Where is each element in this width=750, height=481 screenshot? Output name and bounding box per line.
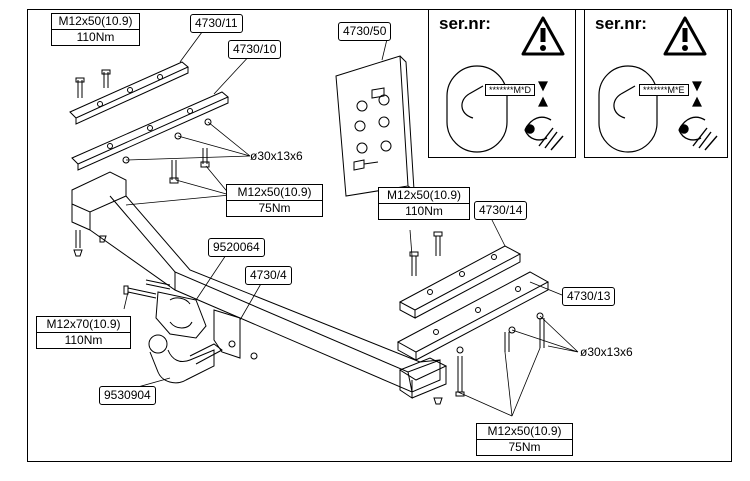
serial-panel-1-art <box>446 16 565 153</box>
bracket-4730-13 <box>396 271 550 361</box>
bracket-4730-14 <box>398 245 522 319</box>
bolt-spec-bottom-right: M12x50(10.9) 75Nm <box>476 423 573 456</box>
label-4730-11: 4730/11 <box>190 14 243 33</box>
bolt-spec-ball: M12x70(10.9) 110Nm <box>36 316 131 349</box>
serial-code: *******M*E <box>639 84 689 96</box>
serial-panel-2-art <box>598 16 718 153</box>
bracket-4730-11 <box>69 61 189 125</box>
washer-label-left: ø30x13x6 <box>250 149 303 163</box>
serial-panel-1: ser.nr: *******M*D <box>428 9 576 158</box>
label-9530904: 9530904 <box>99 386 156 405</box>
label-4730-14: 4730/14 <box>474 201 528 220</box>
warning-icon <box>521 16 565 56</box>
plate-4730-50 <box>335 55 415 197</box>
bolt-spec-mid-left: M12x50(10.9) 75Nm <box>226 184 323 217</box>
label-9520064: 9520064 <box>208 238 265 257</box>
bolt-torque: 75Nm <box>227 200 322 216</box>
label-4730-13: 4730/13 <box>562 287 616 306</box>
label-4730-50: 4730/50 <box>338 22 392 41</box>
bolt-size: M12x50(10.9) <box>237 185 312 199</box>
bolt-size: M12x50(10.9) <box>386 188 462 202</box>
warning-icon <box>663 16 707 56</box>
bolt-torque: 75Nm <box>477 439 572 455</box>
bolt-torque: 110Nm <box>37 332 130 348</box>
bolt-size: M12x50(10.9) <box>58 14 133 28</box>
bolt-spec-top-left: M12x50(10.9) 110Nm <box>51 13 140 46</box>
serial-title: ser.nr: <box>439 14 491 33</box>
eye-icon <box>678 116 718 151</box>
eye-icon <box>524 116 564 151</box>
diagram-frame <box>27 9 732 462</box>
serial-panel-2: ser.nr: *******M*E <box>584 9 728 158</box>
serial-title: ser.nr: <box>595 14 647 33</box>
ball-coupling-9530904 <box>148 334 223 384</box>
bracket-4730-10 <box>71 91 229 171</box>
bolt-size: M12x70(10.9) <box>46 317 121 331</box>
ball-bolts <box>123 279 171 299</box>
crossbeam-4730-4 <box>71 171 448 399</box>
bolt-torque: 110Nm <box>52 29 139 45</box>
bolt-size: M12x50(10.9) <box>487 424 562 438</box>
label-4730-10: 4730/10 <box>228 40 282 59</box>
neck-assembly <box>155 291 258 360</box>
washer-label-right: ø30x13x6 <box>580 345 633 359</box>
serial-code: *******M*D <box>485 84 536 96</box>
left-bolts <box>73 69 212 257</box>
bolt-torque: 110Nm <box>379 203 469 219</box>
bolt-spec-top-right: M12x50(10.9) 110Nm <box>378 187 470 220</box>
right-bolts <box>409 231 545 405</box>
label-4730-4: 4730/4 <box>245 266 292 285</box>
